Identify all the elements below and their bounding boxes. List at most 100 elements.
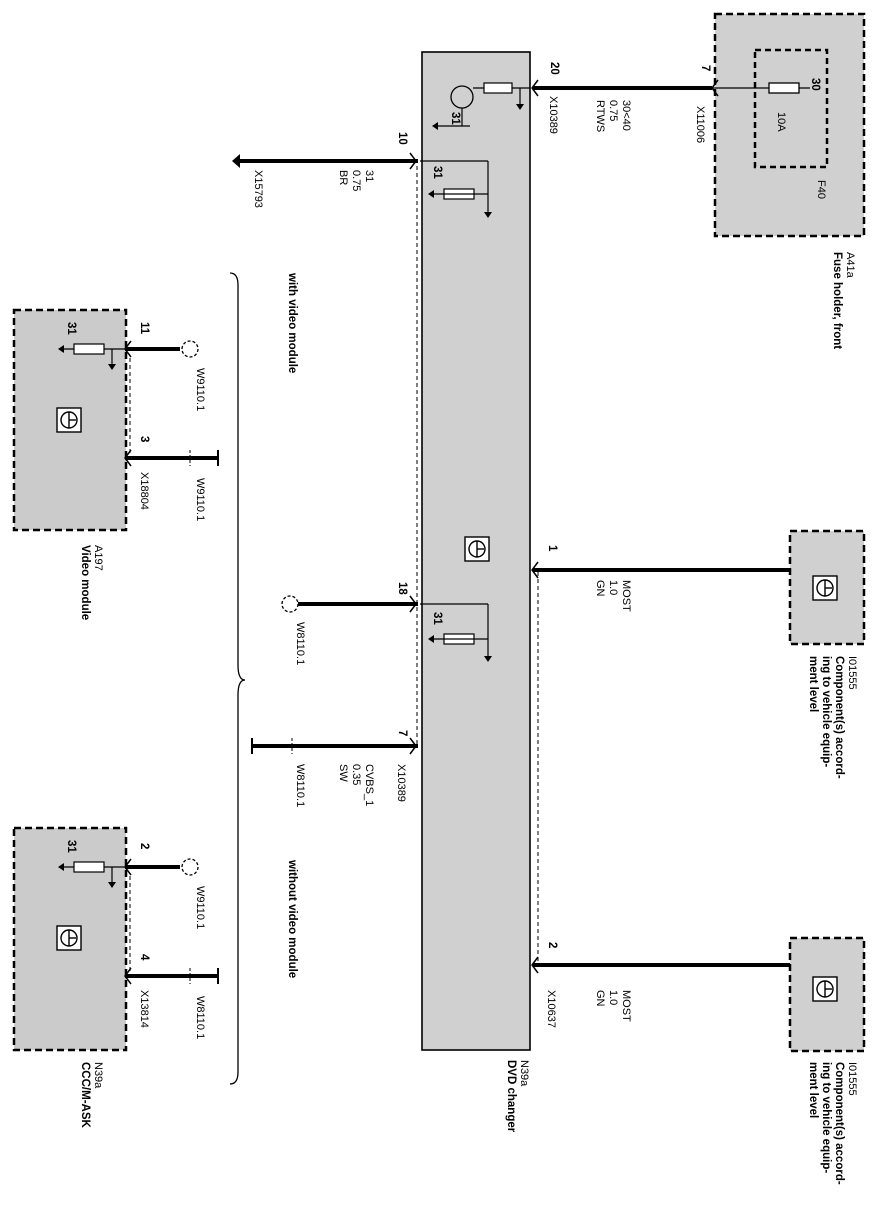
ground-wire-connector: X15793 [252,170,264,208]
dvd-pin-most2: 2 [546,942,558,948]
most-wire-1-spec-1: MOST [620,580,632,612]
component-1-desc-2: ing to vehicle equip- [820,656,832,767]
component-2-desc-1: Component(s) accord- [833,1062,845,1185]
dvd-pin-18: 18 [396,582,408,595]
video-wire-b-ref: W9110.1 [194,478,206,521]
resistor-symbol [483,82,513,94]
dvd-changer: 31 31 31 N39a DVD changer [416,51,539,1133]
cvbs-ref: W8110.1 [294,764,306,807]
connector-arrow [531,561,539,579]
connector-arrow [409,152,417,170]
connector-arrow [409,595,417,613]
component-1-desc-3: ment level [807,656,819,712]
dvd-changer-name: DVD changer [505,1060,517,1133]
video-module-id: A197 [92,545,104,571]
component-1-desc-1: Component(s) accord- [833,656,845,779]
ground-arrow-icon [428,190,434,198]
most-wire-1-spec-2: 1.0 [607,580,619,595]
supply-wire-spec-1: 30<40 [620,100,632,131]
ground-arrow-icon [58,863,64,871]
most-wire-2-spec-2: 1.0 [607,990,619,1005]
video-pin-b: 3 [138,436,150,442]
ccc-pin-a: 2 [138,843,150,849]
ccc-connector: X13814 [138,990,150,1028]
fuse-symbol [768,82,800,94]
ccc-module-id: N39a [92,1062,104,1089]
ccc-module: 2 W9110.1 31 4 X13814 W8110.1 N39a CCC/M… [12,826,219,1128]
splice-icon [181,340,199,358]
ground-wire-spec-3: BR [337,170,349,185]
fuse-holder-pin: 7 [699,65,711,71]
connector-arrow [711,79,719,97]
ccc-pin-b: 4 [138,954,150,961]
ground-wire: 10 31 0.75 BR X15793 [232,132,418,208]
video-ground-label: 31 [65,322,77,335]
fuse-holder-name: Fuse holder, front [831,252,843,349]
most-wire-2-spec-3: GN [594,990,606,1007]
fuse-rating-label: 10A [775,112,787,132]
component-2-desc-3: ment level [807,1062,819,1118]
variant-brace: with video module without video module [229,272,298,1085]
most-wire-2: 2 X10637 MOST 1.0 GN [531,942,790,1028]
dvd-pin-7: 7 [396,730,408,736]
component-2: I01555 Component(s) accord- ing to vehic… [788,936,866,1185]
dvd-pin-supply: 20 [548,62,560,75]
fuse-inner-box [753,48,829,169]
supply-wire-spec-3: RTWS [594,100,606,132]
cvbs-spec-1: CVBS_1 [363,764,375,806]
component-2-desc-2: ing to vehicle equip- [820,1062,832,1173]
supply-wire-spec-2: 0.75 [607,100,619,121]
supply-wire: 30<40 0.75 RTWS 20 X10389 [531,62,719,134]
ground-wire-spec-2: 0.75 [350,170,362,191]
fuse-holder-box [713,12,866,238]
cvbs-spec-2: 0.35 [350,764,362,785]
connector-arrow [124,967,132,985]
pin18-wire-ref: W8110.1 [294,622,306,665]
connector-arrow [409,737,417,755]
video-module: 11 W9110.1 31 3 X18804 W9110.1 A197 Vide… [12,308,219,620]
dvd-pin-most1: 1 [546,545,558,552]
dvd-changer-id: N39a [518,1060,530,1087]
ground-label-1: 31 [449,112,461,125]
resistor-symbol [73,343,105,355]
ground-label-3: 31 [431,612,443,625]
splice-icon [181,858,199,876]
ccc-ground-label: 31 [65,840,77,853]
dvd-connector-most: X10637 [545,990,557,1028]
video-connector: X18804 [138,472,150,510]
ground-wire-spec-1: 31 [363,170,375,182]
fuse-holder: 30 10A F40 A41a Fuse holder, front 7 X11… [694,12,866,349]
ground-arrow-icon [58,345,64,353]
ground-label-2: 31 [431,166,443,179]
connector-arrow [124,449,132,467]
most-wire-1: 1 MOST 1.0 GN [531,545,790,612]
connector-arrow [531,956,539,974]
brace-symbol [229,272,246,1085]
video-wire-a-ref: W9110.1 [194,368,206,411]
ccc-wire-b-ref: W8110.1 [194,996,206,1039]
ground-arrow-icon [108,364,116,370]
fuse-pin-label: 30 [809,78,821,91]
resistor-symbol [73,861,105,873]
cvbs-connector: X10389 [395,764,407,802]
component-2-id: I01555 [846,1062,858,1096]
note-without-video: without video module [286,859,298,978]
ccc-wire-a-ref: W9110.1 [194,886,206,929]
fuse-holder-connector: X11006 [694,106,706,143]
component-1-id: I01555 [846,656,858,690]
ground-arrow-icon [484,656,492,662]
cvbs-spec-3: SW [337,764,349,782]
ground-arrow-icon [108,882,116,888]
most-wire-1-spec-3: GN [594,580,606,597]
most-wire-2-spec-1: MOST [620,990,632,1022]
fuse-holder-id: A41a [844,252,856,279]
ccc-module-name: CCC/M-ASK [79,1062,91,1128]
video-pin-a: 11 [138,322,150,335]
ground-arrow-icon [428,635,434,643]
pin18-wire: 18 W8110.1 [281,582,418,665]
ground-arrow-icon [484,212,492,218]
cvbs-wire: 7 X10389 CVBS_1 0.35 SW W8110.1 [251,730,418,807]
ground-arrow-icon [432,122,438,130]
dvd-connector-top: X10389 [547,96,559,134]
